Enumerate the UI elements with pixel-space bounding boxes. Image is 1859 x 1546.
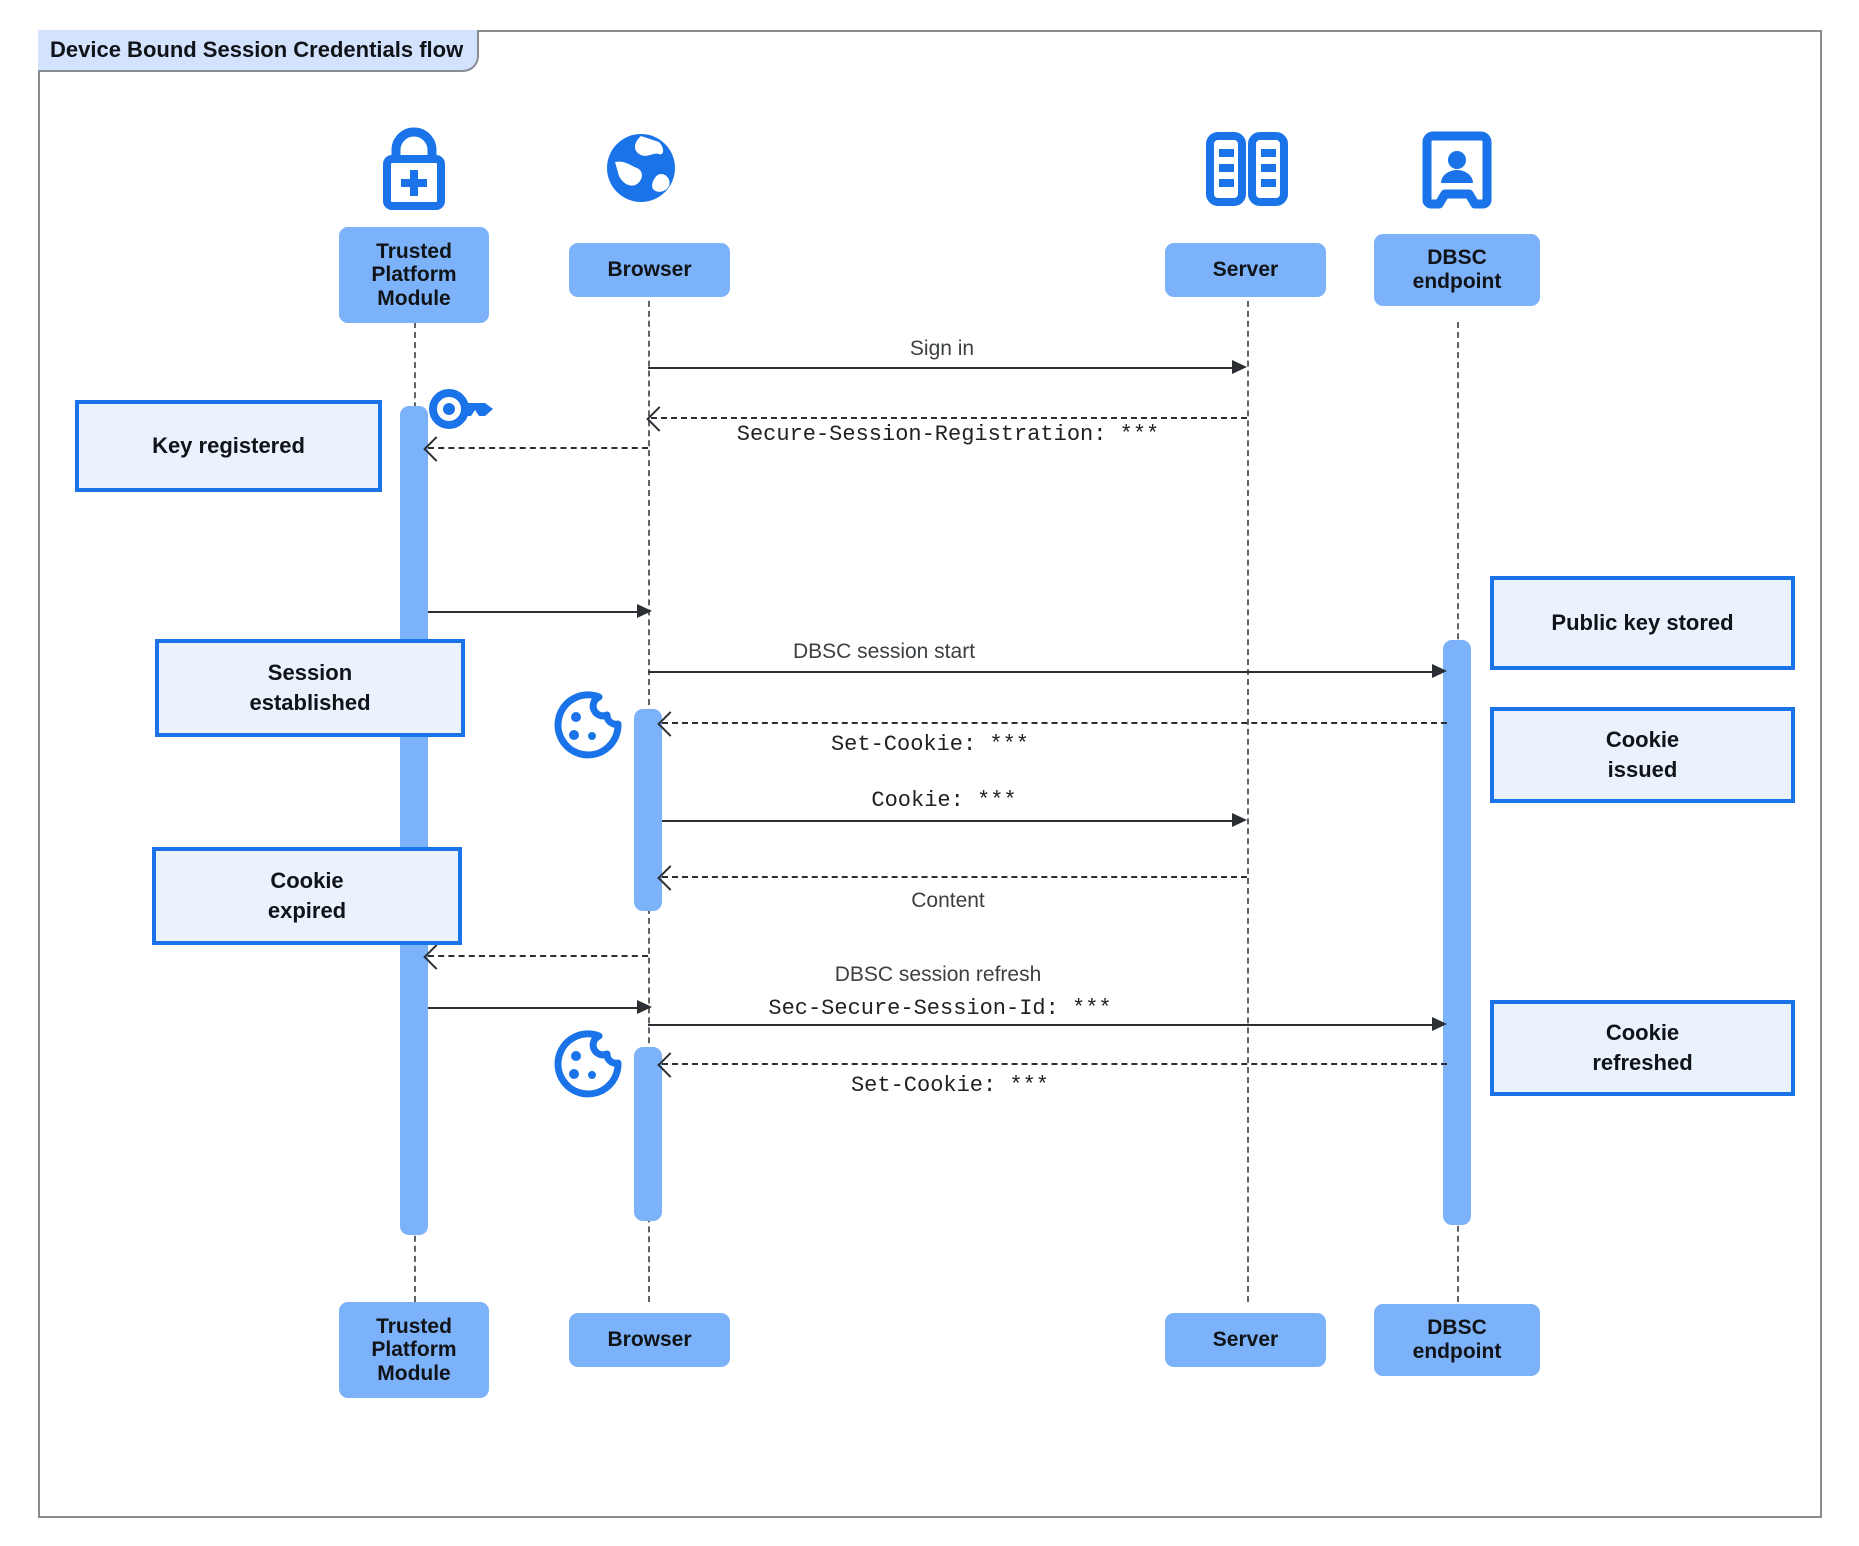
id-badge-icon bbox=[1421, 130, 1493, 217]
message-line-key-attestation bbox=[428, 611, 646, 613]
message-label-sec-secure-session-id: Sec-Secure-Session-Id: *** bbox=[768, 996, 1112, 1021]
message-label-dbsc-session-refresh: DBSC session refresh bbox=[834, 963, 1042, 986]
message-line-set-cookie-2 bbox=[662, 1063, 1447, 1065]
activation-bar-browser-1 bbox=[634, 709, 662, 911]
server-rack-icon bbox=[1201, 130, 1293, 213]
key-icon bbox=[429, 384, 497, 439]
message-line-secure-session-registration bbox=[651, 417, 1247, 419]
message-line-register-key bbox=[428, 447, 648, 449]
participant-browser-top[interactable]: Browser bbox=[569, 243, 730, 297]
participant-label: Browser bbox=[607, 258, 692, 282]
cookie-icon-2 bbox=[550, 1030, 622, 1105]
participant-browser-bottom[interactable]: Browser bbox=[569, 1313, 730, 1367]
participant-server-top[interactable]: Server bbox=[1165, 243, 1326, 297]
message-line-content bbox=[662, 876, 1247, 878]
message-label-set-cookie-2: Set-Cookie: *** bbox=[850, 1073, 1050, 1098]
arrowhead-signed-proof bbox=[637, 1000, 652, 1014]
page-title: Device Bound Session Credentials flow bbox=[50, 37, 464, 62]
note-text: Public key stored bbox=[1551, 610, 1734, 636]
message-line-sign-challenge bbox=[428, 955, 648, 957]
arrowhead-key-attestation bbox=[637, 604, 652, 618]
message-line-dbsc-session-refresh bbox=[648, 1024, 1439, 1026]
activation-bar-tpm bbox=[400, 406, 428, 1235]
activation-bar-browser-2 bbox=[634, 1047, 662, 1221]
participant-label: Server bbox=[1212, 1328, 1279, 1352]
message-label-cookie-request: Cookie: *** bbox=[871, 788, 1017, 813]
message-label-dbsc-session-start: DBSC session start bbox=[792, 640, 976, 663]
participant-label: Server bbox=[1212, 258, 1279, 282]
arrowhead-cookie-request bbox=[1232, 813, 1247, 827]
arrowhead-dbsc-session-start bbox=[1432, 664, 1447, 678]
participant-label: Browser bbox=[607, 1328, 692, 1352]
message-line-cookie-request bbox=[662, 820, 1235, 822]
participant-server-bottom[interactable]: Server bbox=[1165, 1313, 1326, 1367]
activation-bar-dbsc bbox=[1443, 640, 1471, 1225]
cookie-icon-1 bbox=[550, 691, 622, 766]
message-line-set-cookie-1 bbox=[662, 722, 1447, 724]
message-line-dbsc-session-start bbox=[648, 671, 1439, 673]
arrowhead-dbsc-session-refresh bbox=[1432, 1017, 1447, 1031]
note-key-registered: Key registered bbox=[75, 400, 382, 492]
note-text: Key registered bbox=[152, 433, 305, 459]
lifeline-server bbox=[1247, 281, 1249, 1302]
note-public-key-stored: Public key stored bbox=[1490, 576, 1795, 670]
message-line-sign-in bbox=[648, 367, 1235, 369]
message-label-sign-in: Sign in bbox=[909, 337, 975, 360]
message-line-signed-proof bbox=[428, 1007, 646, 1009]
globe-icon bbox=[601, 128, 681, 213]
message-label-set-cookie-1: Set-Cookie: *** bbox=[830, 732, 1030, 757]
diagram-title-tab: Device Bound Session Credentials flow bbox=[38, 30, 480, 72]
lock-plus-icon bbox=[368, 126, 460, 216]
arrowhead-sign-in bbox=[1232, 360, 1247, 374]
message-label-secure-session-registration: Secure-Session-Registration: *** bbox=[736, 422, 1160, 447]
message-label-content: Content bbox=[911, 889, 985, 912]
